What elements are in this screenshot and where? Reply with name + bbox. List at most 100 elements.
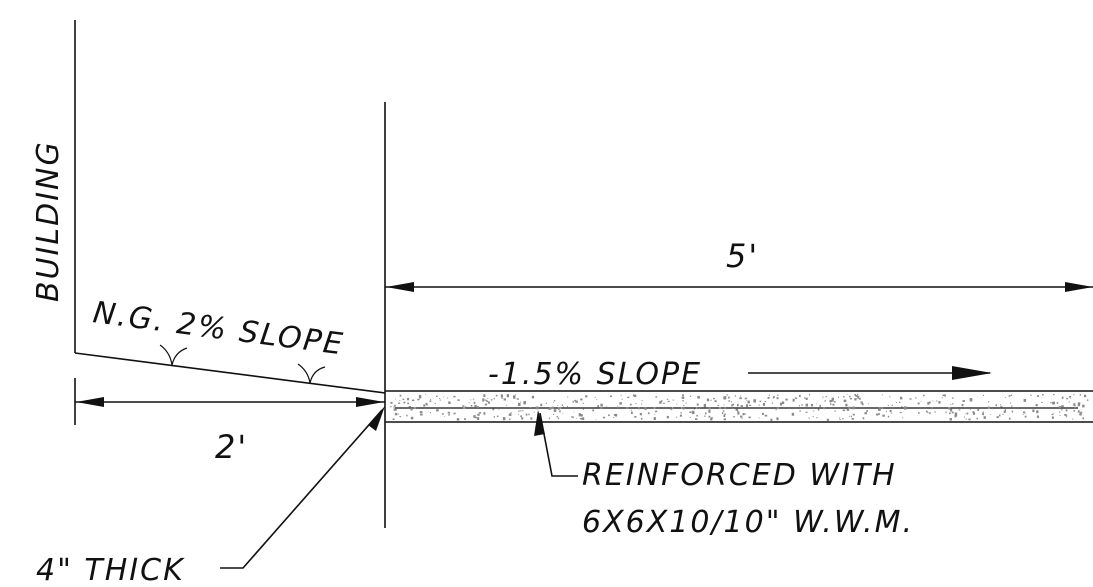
aggregate-speckle bbox=[647, 412, 650, 415]
aggregate-speckle bbox=[928, 412, 931, 414]
aggregate-speckle bbox=[1077, 404, 1080, 407]
aggregate-speckle bbox=[470, 405, 473, 407]
aggregate-speckle bbox=[528, 413, 530, 416]
aggregate-speckle bbox=[615, 413, 618, 417]
aggregate-speckle bbox=[731, 401, 732, 403]
aggregate-speckle bbox=[533, 411, 535, 413]
aggregate-speckle bbox=[804, 397, 806, 399]
aggregate-speckle bbox=[822, 397, 824, 399]
aggregate-speckle bbox=[1008, 395, 1011, 397]
aggregate-speckle bbox=[439, 398, 441, 399]
aggregate-speckle bbox=[799, 410, 801, 412]
aggregate-speckle bbox=[817, 408, 820, 411]
aggregate-speckle bbox=[991, 408, 994, 410]
aggregate-speckle bbox=[785, 398, 788, 401]
aggregate-speckle bbox=[798, 405, 800, 407]
aggregate-speckle bbox=[462, 405, 465, 407]
aggregate-speckle bbox=[696, 403, 699, 406]
aggregate-speckle bbox=[749, 404, 752, 406]
aggregate-speckle bbox=[728, 396, 730, 399]
walk-slope-label: -1.5% SLOPE bbox=[488, 357, 702, 392]
aggregate-speckle bbox=[1009, 417, 1011, 420]
aggregate-speckle bbox=[764, 415, 766, 417]
aggregate-speckle bbox=[393, 406, 395, 408]
aggregate-speckle bbox=[439, 399, 441, 401]
aggregate-speckle bbox=[394, 404, 396, 407]
aggregate-speckle bbox=[549, 407, 552, 410]
aggregate-speckle bbox=[520, 410, 522, 412]
aggregate-speckle bbox=[468, 402, 470, 404]
aggregate-speckle bbox=[641, 403, 643, 405]
aggregate-speckle bbox=[683, 405, 685, 407]
aggregate-speckle bbox=[447, 397, 449, 399]
aggregate-speckle bbox=[990, 414, 992, 415]
aggregate-speckle bbox=[670, 409, 672, 411]
aggregate-speckle bbox=[681, 397, 683, 399]
aggregate-speckle bbox=[724, 413, 726, 415]
aggregate-speckle bbox=[764, 414, 768, 417]
aggregate-speckle bbox=[934, 411, 936, 413]
aggregate-speckle bbox=[553, 413, 555, 415]
aggregate-speckle bbox=[493, 398, 495, 400]
aggregate-speckle bbox=[860, 401, 863, 404]
aggregate-speckle bbox=[808, 417, 810, 419]
aggregate-speckle bbox=[516, 398, 519, 400]
aggregate-speckle bbox=[949, 418, 952, 421]
aggregate-speckle bbox=[887, 415, 890, 418]
aggregate-speckle bbox=[792, 398, 795, 402]
aggregate-speckle bbox=[408, 406, 411, 408]
aggregate-speckle bbox=[694, 408, 695, 410]
aggregate-speckle bbox=[843, 399, 847, 403]
aggregate-speckle bbox=[453, 412, 456, 415]
aggregate-speckle bbox=[925, 410, 928, 413]
aggregate-speckle bbox=[1051, 416, 1054, 419]
aggregate-speckle bbox=[1061, 405, 1064, 408]
aggregate-speckle bbox=[1032, 409, 1035, 413]
aggregate-speckle bbox=[609, 395, 612, 398]
aggregate-speckle bbox=[771, 402, 773, 404]
aggregate-speckle bbox=[1042, 394, 1044, 396]
aggregate-speckle bbox=[403, 401, 406, 403]
aggregate-speckle bbox=[842, 418, 844, 420]
aggregate-speckle bbox=[596, 399, 598, 400]
aggregate-speckle bbox=[938, 401, 941, 404]
aggregate-speckle bbox=[744, 397, 747, 400]
aggregate-speckle bbox=[1036, 410, 1039, 414]
aggregate-speckle bbox=[923, 394, 925, 397]
aggregate-speckle bbox=[762, 402, 766, 406]
aggregate-speckle bbox=[966, 412, 969, 415]
aggregate-speckle bbox=[676, 416, 678, 418]
aggregate-speckle bbox=[523, 401, 526, 405]
aggregate-speckle bbox=[810, 404, 814, 407]
aggregate-speckle bbox=[1004, 409, 1006, 411]
reinforcement-leader-arrowhead bbox=[534, 410, 545, 436]
aggregate-speckle bbox=[441, 413, 444, 415]
aggregate-speckle bbox=[559, 410, 561, 413]
aggregate-speckle bbox=[931, 407, 933, 409]
aggregate-speckle bbox=[390, 406, 392, 408]
aggregate-speckle bbox=[849, 415, 851, 417]
aggregate-speckle bbox=[1023, 398, 1027, 402]
aggregate-speckle bbox=[457, 399, 460, 401]
aggregate-speckle bbox=[866, 410, 868, 412]
aggregate-speckle bbox=[789, 408, 791, 409]
aggregate-speckle bbox=[859, 397, 861, 400]
aggregate-speckle bbox=[915, 397, 917, 399]
aggregate-speckle bbox=[561, 404, 564, 406]
aggregate-speckle bbox=[434, 402, 436, 404]
aggregate-speckle bbox=[690, 395, 692, 397]
aggregate-speckle bbox=[852, 406, 855, 409]
aggregate-speckle bbox=[448, 414, 450, 416]
aggregate-speckle bbox=[737, 403, 739, 407]
aggregate-speckle bbox=[486, 400, 488, 402]
aggregate-speckle bbox=[885, 410, 887, 412]
aggregate-speckle bbox=[999, 414, 1001, 417]
aggregate-speckle bbox=[733, 416, 735, 418]
aggregate-speckle bbox=[531, 395, 535, 399]
aggregate-speckle bbox=[484, 399, 487, 401]
aggregate-speckle bbox=[1050, 402, 1052, 404]
aggregate-speckle bbox=[520, 401, 521, 403]
aggregate-speckle bbox=[453, 395, 456, 398]
aggregate-speckle bbox=[809, 394, 811, 396]
aggregate-speckle bbox=[558, 407, 560, 410]
